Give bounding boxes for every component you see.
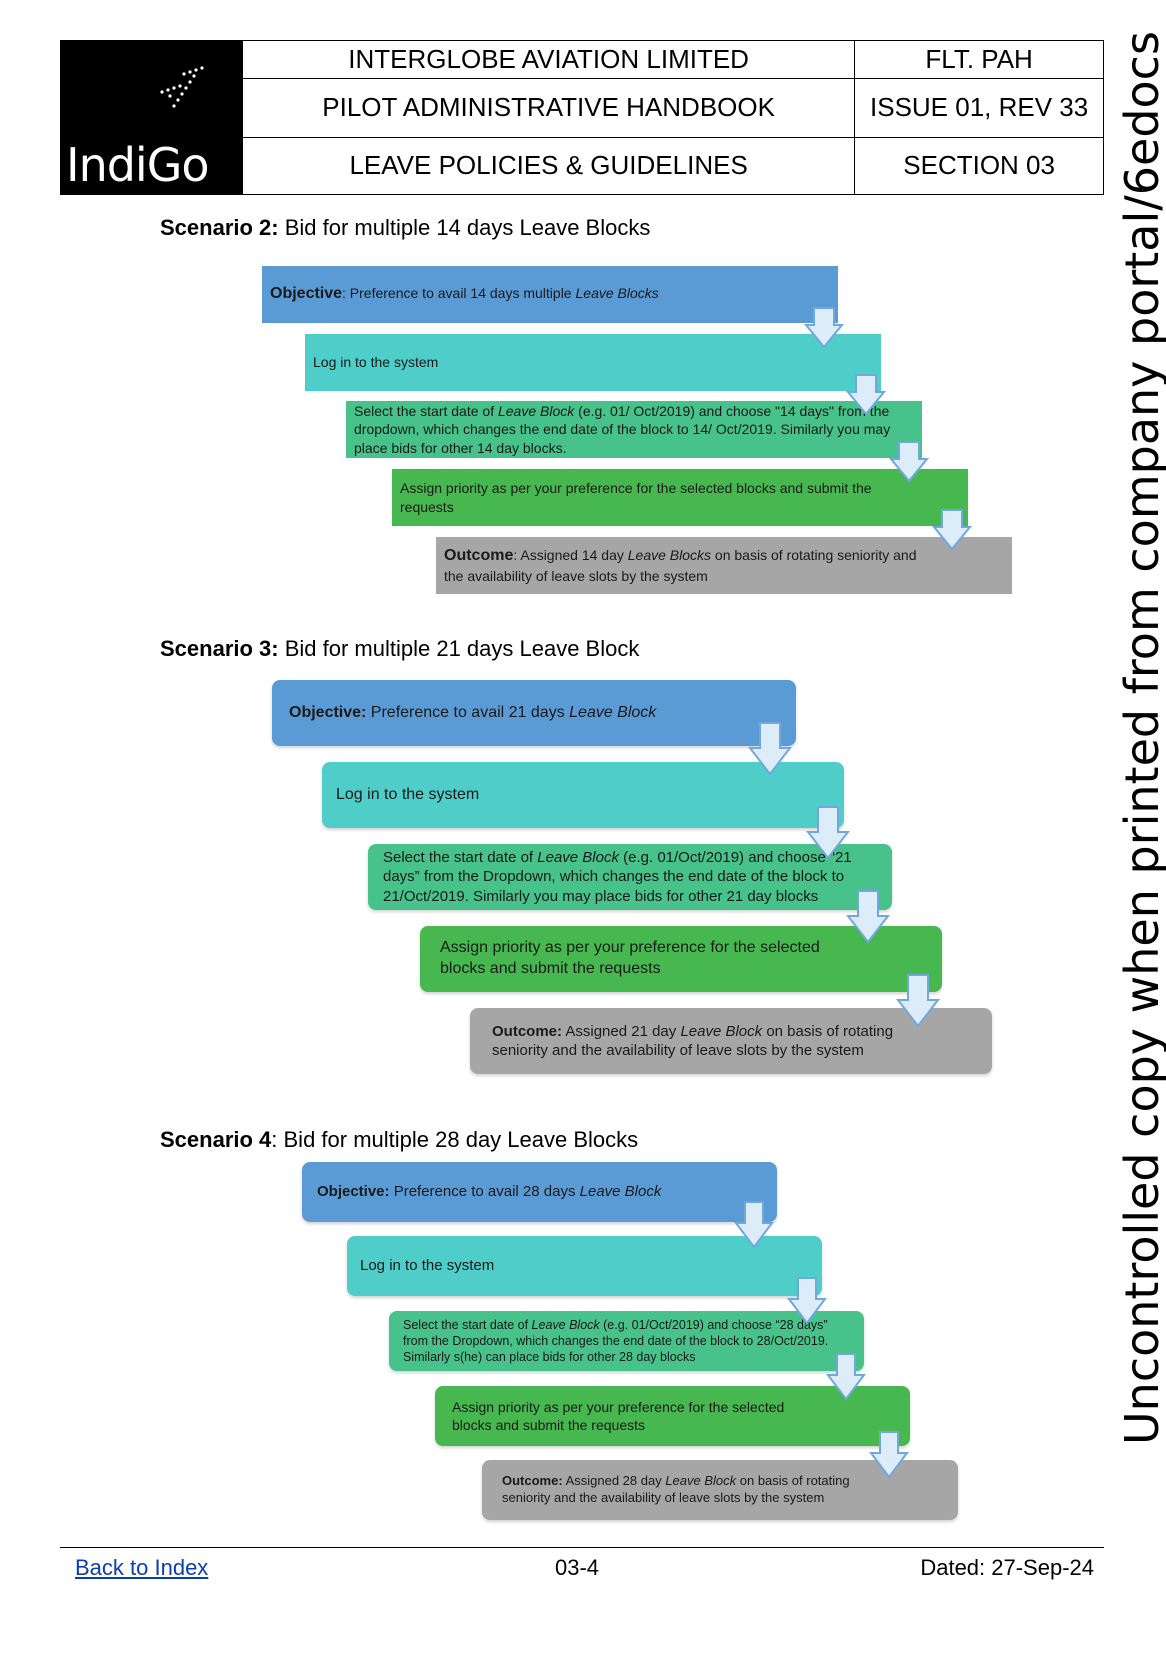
outcome-text-a: Assigned 21 day [562, 1022, 681, 1040]
objective-text: Preference to avail 21 days [366, 703, 570, 721]
issue-revision: ISSUE 01, REV 33 [854, 78, 1104, 138]
login-step: Log in to the system [347, 1236, 822, 1296]
assign-priority-step: Assign priority as per your preference f… [420, 926, 942, 992]
login-step: Log in to the system [322, 762, 844, 828]
outcome-italic: Leave Block [680, 1022, 763, 1040]
select-italic: Leave Block [497, 403, 575, 420]
page-number: 03-4 [555, 1555, 600, 1580]
objective-step: Objective: Preference to avail 21 days L… [272, 680, 796, 746]
select-text-b: (e.g. 01/Oct/2019) and choose “21 days” … [383, 848, 852, 905]
select-date-step: Select the start date of Leave Block (e.… [346, 401, 922, 458]
outcome-label: Outcome [444, 547, 514, 564]
down-arrow-icon [806, 806, 850, 860]
objective-text: Preference to avail 28 days [389, 1183, 580, 1201]
section-number: SECTION 03 [854, 136, 1104, 196]
down-arrow-icon [804, 307, 844, 349]
scenario-title: Scenario 4: Bid for multiple 28 day Leav… [160, 1127, 638, 1153]
document-header: IndiGo INTERGLOBE AVIATION LIMITED FLT. … [60, 39, 1104, 196]
objective-italic: Leave Blocks [575, 285, 659, 302]
document-code: FLT. PAH [854, 39, 1104, 80]
header-table: INTERGLOBE AVIATION LIMITED FLT. PAH PIL… [241, 39, 1104, 196]
scenario-description: Bid for multiple 14 days Leave Blocks [278, 215, 651, 240]
down-arrow-icon [932, 509, 972, 551]
down-arrow-icon [846, 890, 890, 944]
select-text-b: (e.g. 01/Oct/2019) and choose “28 days” … [403, 1317, 829, 1365]
objective-italic: Leave Block [569, 703, 657, 721]
assign-text: Assign priority as per your preference f… [400, 480, 872, 515]
objective-label: Objective: [317, 1183, 390, 1201]
down-arrow-icon [889, 441, 929, 483]
objective-label: Objective [270, 285, 343, 303]
objective-italic: Leave Block [579, 1183, 662, 1201]
select-italic: Leave Block [537, 848, 619, 866]
outcome-label: Outcome: [492, 1022, 563, 1040]
assign-priority-step: Assign priority as per your preference f… [392, 469, 968, 526]
scenario-label: Scenario 4 [160, 1127, 272, 1152]
outcome-step: Outcome: Assigned 21 day Leave Block on … [470, 1008, 992, 1074]
outcome-text-b: on basis of rotating seniority and the a… [492, 1022, 894, 1060]
outcome-step: Outcome: Assigned 28 day Leave Block on … [482, 1460, 958, 1520]
select-italic: Leave Block [531, 1317, 600, 1332]
outcome-text-a: Assigned 28 day [562, 1473, 666, 1489]
assign-text: Assign priority as per your preference f… [452, 1398, 785, 1433]
down-arrow-icon [846, 374, 886, 416]
down-arrow-icon [748, 722, 792, 776]
outcome-text-b: on basis of rotating seniority and the a… [444, 547, 917, 584]
select-text-b: (e.g. 01/ Oct/2019) and choose "14 days"… [354, 403, 891, 456]
select-text-a: Select the start date of [403, 1317, 532, 1332]
footer-divider [60, 1547, 1104, 1548]
outcome-step: Outcome: Assigned 14 day Leave Blocks on… [436, 537, 1012, 594]
outcome-italic: Leave Block [665, 1473, 737, 1489]
scenario-title: Scenario 3: Bid for multiple 21 days Lea… [160, 636, 639, 662]
revision-date: Dated: 27-Sep-24 [920, 1555, 1094, 1580]
back-to-index-link[interactable]: Back to Index [75, 1555, 209, 1580]
outcome-italic: Leave Blocks [627, 547, 712, 563]
down-arrow-icon [787, 1277, 827, 1325]
scenario-description: Bid for multiple 21 days Leave Block [278, 636, 640, 661]
assign-text: Assign priority as per your preference f… [440, 939, 820, 977]
airplane-dots-icon [160, 66, 204, 108]
company-name: INTERGLOBE AVIATION LIMITED [241, 39, 856, 80]
uncontrolled-copy-watermark: Uncontrolled copy when printed from comp… [1115, 31, 1166, 1445]
handbook-title: PILOT ADMINISTRATIVE HANDBOOK [241, 78, 856, 138]
scenario-label: Scenario 2: [160, 215, 279, 240]
down-arrow-icon [869, 1431, 909, 1479]
down-arrow-icon [826, 1353, 866, 1401]
select-text-a: Select the start date of [354, 403, 498, 420]
login-text: Log in to the system [336, 785, 480, 803]
logo-wordmark: IndiGo [66, 138, 209, 192]
select-text-a: Select the start date of [383, 848, 538, 866]
outcome-text-b: on basis of rotating seniority and the a… [502, 1473, 850, 1505]
objective-text: : Preference to avail 14 days multiple [342, 285, 576, 302]
scenario-title: Scenario 2: Bid for multiple 14 days Lea… [160, 215, 650, 241]
select-date-step: Select the start date of Leave Block (e.… [389, 1311, 864, 1371]
section-title: LEAVE POLICIES & GUIDELINES [241, 136, 856, 196]
login-text: Log in to the system [313, 354, 439, 371]
objective-step: Objective: Preference to avail 28 days L… [302, 1162, 777, 1222]
down-arrow-icon [734, 1201, 774, 1249]
outcome-text-a: : Assigned 14 day [513, 547, 628, 563]
select-date-step: Select the start date of Leave Block (e.… [368, 844, 892, 910]
down-arrow-icon [896, 974, 940, 1028]
scenario-description: : Bid for multiple 28 day Leave Blocks [271, 1127, 639, 1152]
objective-label: Objective: [289, 703, 367, 721]
indigo-logo: IndiGo [60, 40, 243, 195]
login-text: Log in to the system [360, 1257, 495, 1275]
scenario-label: Scenario 3: [160, 636, 279, 661]
objective-step: Objective: Preference to avail 14 days m… [262, 266, 838, 323]
outcome-label: Outcome: [502, 1473, 563, 1489]
assign-priority-step: Assign priority as per your preference f… [435, 1386, 910, 1446]
login-step: Log in to the system [305, 334, 881, 391]
